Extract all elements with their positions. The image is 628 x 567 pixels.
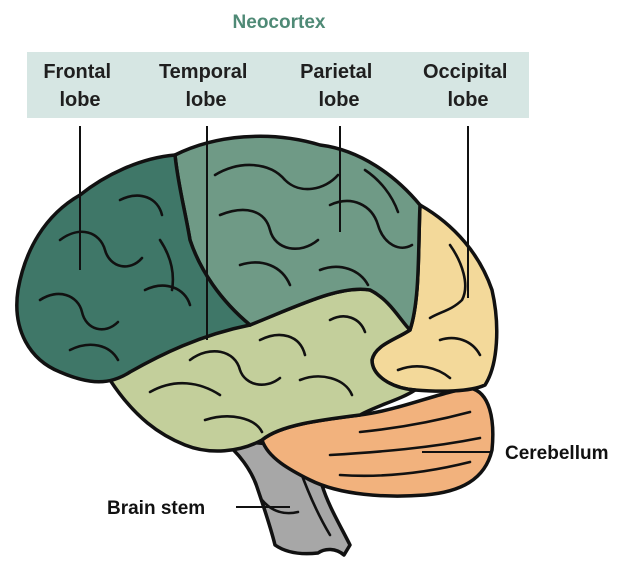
cerebellum-label: Cerebellum (505, 443, 608, 464)
neocortex-title: Neocortex (233, 12, 326, 33)
brain-stem-label: Brain stem (107, 498, 205, 519)
